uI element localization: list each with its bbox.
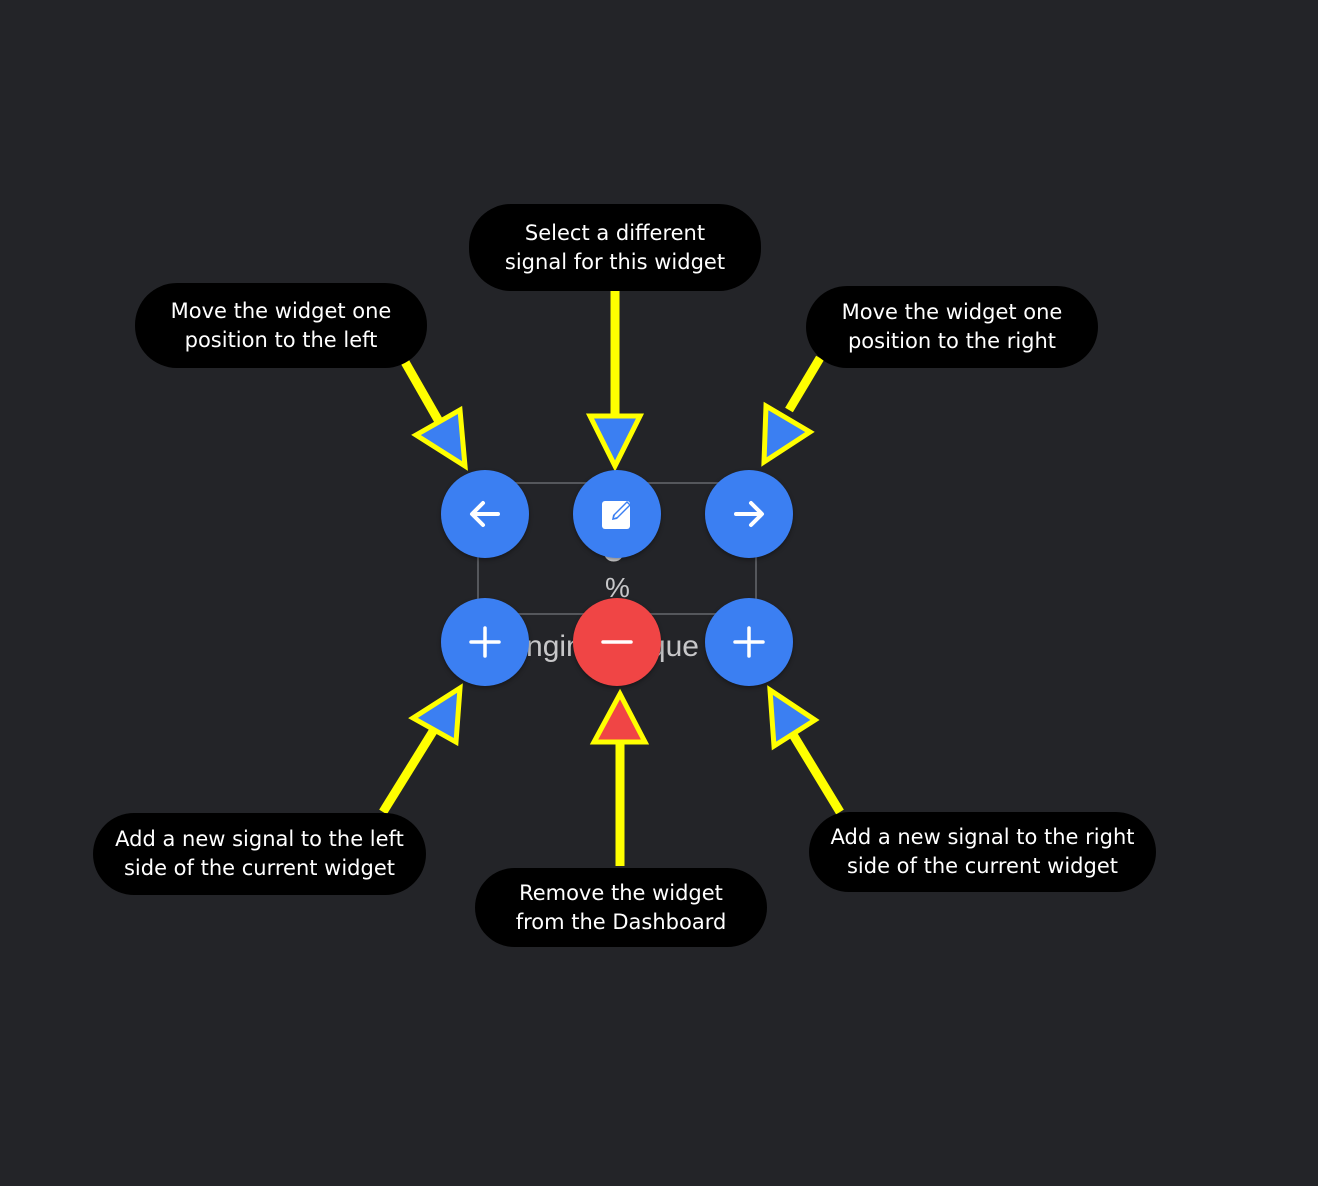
arrow-shaft-move-left [401, 359, 445, 428]
arrow-shaft-add-left [379, 717, 444, 815]
arrow-right-icon [734, 501, 764, 527]
arrow-shaft-move-right [785, 355, 824, 413]
callout-select-signal: Select a different signal for this widge… [469, 204, 761, 291]
callout-line: position to the right [847, 329, 1057, 353]
callout-remove: Remove the widget from the Dashboard [475, 868, 767, 947]
arrow-head-select-signal [585, 413, 645, 472]
arrow-head-add-left [408, 683, 463, 747]
callout-line: from the Dashboard [515, 909, 727, 934]
callout-add-right: Add a new signal to the right side of th… [809, 812, 1156, 892]
add-signal-left-button[interactable] [441, 598, 529, 686]
callout-line: Add a new signal to the right [830, 825, 1135, 849]
callout-line: Add a new signal to the left [115, 827, 404, 851]
plus-icon [469, 626, 501, 658]
arrow-head-move-left [411, 405, 468, 471]
callout-move-left: Move the widget one position to the left [135, 283, 427, 368]
callout-line: side of the current widget [123, 856, 395, 880]
remove-widget-button[interactable] [573, 598, 661, 686]
callout-line: Remove the widget [519, 880, 723, 905]
callout-line: Move the widget one [170, 298, 392, 323]
callout-line: side of the current widget [846, 854, 1118, 878]
arrow-left-icon [470, 501, 500, 527]
arrow-head-remove [589, 688, 650, 745]
arrow-head-add-right [767, 685, 820, 751]
edit-icon [602, 501, 631, 529]
arrow-head-move-right [761, 401, 815, 467]
callout-add-left: Add a new signal to the left side of the… [93, 813, 426, 895]
callout-line: Move the widget one [841, 300, 1063, 324]
move-left-button[interactable] [441, 470, 529, 558]
add-signal-right-button[interactable] [705, 598, 793, 686]
callout-move-right: Move the widget one position to the righ… [806, 286, 1098, 368]
widget-unit: % [605, 572, 630, 603]
move-right-button[interactable] [705, 470, 793, 558]
arrow-shaft-add-right [785, 725, 844, 815]
callout-line: signal for this widget [504, 249, 726, 274]
callout-line: Select a different [524, 220, 706, 245]
callout-line: position to the left [184, 327, 378, 352]
plus-icon [733, 626, 765, 658]
edit-signal-button[interactable] [573, 470, 661, 558]
minus-icon [601, 640, 633, 644]
